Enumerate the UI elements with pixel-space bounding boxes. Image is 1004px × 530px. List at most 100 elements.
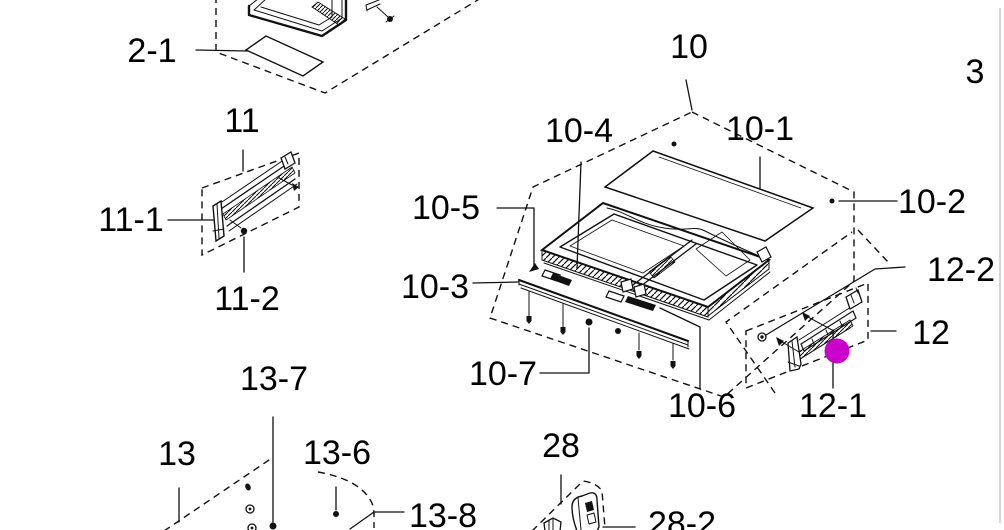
- rail-12-top-flange: [798, 306, 852, 341]
- bracket-28-latch-dark: [585, 501, 594, 512]
- pin-screw-slot: [385, 15, 395, 23]
- rail-11-hatched-band: [222, 166, 296, 221]
- callout-10: 10: [670, 28, 708, 66]
- rail-12-screw-b: [776, 337, 784, 346]
- callout-10-2: 10-2: [898, 183, 966, 221]
- glass-shelf-2-1: [244, 35, 325, 77]
- shelf-pin-part: [365, 0, 395, 23]
- screw-4: [670, 361, 676, 369]
- rail-11-top-edge: [220, 161, 291, 210]
- bracket-28-inner-line: [577, 497, 582, 530]
- screw-13-6: [333, 511, 339, 517]
- callout-28-2: 28-2: [648, 505, 716, 530]
- pin-leader-line: [376, 6, 389, 18]
- callout-10-3-leader: [472, 281, 520, 284]
- screw-3: [636, 351, 642, 359]
- bracket-28-cap-detail: [548, 518, 554, 530]
- glass-panel-10-1-thickness: [658, 156, 802, 209]
- group-rail-12: 12-2 12 12-1: [725, 229, 995, 425]
- rail-11-part: [212, 151, 299, 243]
- fastener-nut-2-hole: [250, 526, 254, 530]
- pin-bracket: [365, 0, 381, 12]
- screw-2: [560, 327, 566, 335]
- front-clip-1-dark: [550, 273, 572, 286]
- front-clip-2-white: [605, 290, 625, 303]
- callout-10-leader: [685, 79, 693, 111]
- group-10-outline-dashed: [489, 111, 855, 398]
- rail-11-screw: [292, 183, 299, 191]
- callout-10-5-leader: [496, 207, 535, 267]
- front-clip-2-dark: [625, 296, 656, 311]
- group-13-outline-dashed-a: [164, 457, 273, 530]
- callout-12: 12: [912, 314, 950, 352]
- callout-11-2: 11-2: [214, 280, 280, 318]
- glass-panel-10-1: [603, 150, 815, 242]
- screw-dot-top: [671, 141, 677, 147]
- callout-13-8: 13-8: [409, 497, 477, 530]
- screw-13-7: [269, 522, 277, 530]
- callout-12-2-leader: [765, 266, 906, 336]
- shelf-frame-10-4-part: [539, 201, 772, 321]
- group-13: 13-7 13 13-6 13-8: [158, 360, 477, 530]
- part-highlight-12-1[interactable]: [824, 338, 850, 364]
- glass-pane-right: [695, 231, 751, 277]
- rail-12-end-cap: [845, 289, 863, 310]
- rail-12-end-cap-detail: [850, 287, 859, 304]
- cap-screw-small: [615, 328, 621, 334]
- callout-10-5-arrowhead: [529, 263, 539, 272]
- rail-11-bottom-edge: [228, 183, 298, 232]
- rail-12-screw-a-leader: [807, 316, 833, 331]
- divider-rail-sleeve: [648, 255, 676, 279]
- rail-11-round-screw-leader: [229, 219, 242, 229]
- callout-12-1: 12-1: [799, 387, 867, 425]
- rail-11-top-flange: [218, 156, 289, 205]
- shelf-frame-hatched-rail: [311, 1, 346, 26]
- screw-dot-10-2: [829, 198, 835, 204]
- rail-12-end-bracket-detail: [787, 340, 800, 368]
- group-11-outline-dashed: [201, 152, 300, 257]
- callout-13-7: 13-7: [240, 360, 308, 398]
- group-3-outline-dashed-left: [725, 231, 853, 394]
- callout-12-2: 12-2: [927, 251, 995, 289]
- frame-inner-opening: [559, 213, 758, 301]
- callout-13-8-leader: [349, 511, 405, 530]
- divider-clip-a: [620, 278, 634, 293]
- fastener-nut-1-hole: [248, 507, 252, 511]
- rail-12-screw-a: [802, 312, 810, 321]
- screw-row: [526, 291, 676, 369]
- group-2-outline-dashed: [215, 0, 480, 94]
- group-13-outline-dashed-b: [317, 471, 375, 528]
- callout-10-6-leader: [659, 307, 701, 390]
- callout-28: 28: [542, 427, 580, 465]
- trim-strip-lines: [518, 279, 690, 350]
- callout-10-4-leader: [576, 161, 582, 269]
- rail-11-lower-edge: [226, 178, 296, 227]
- glass-panel-10-1-part: [603, 150, 815, 242]
- rail-11-round-screw: [240, 227, 248, 235]
- rail-11-end-cap: [280, 151, 296, 170]
- group-12-outline-dashed: [745, 281, 869, 390]
- cap-screw-10-7: [585, 318, 593, 326]
- bracket-28-latch-outline: [586, 512, 597, 525]
- shelf-frame-glass-edge: [248, 0, 333, 26]
- section-label-3: 3: [966, 53, 985, 91]
- group-28: 28 28-2: [532, 427, 716, 530]
- callout-11-1: 11-1: [98, 201, 164, 239]
- callout-10-7-leader: [539, 327, 590, 374]
- callout-10-1: 10-1: [726, 110, 794, 148]
- shelf-frame-outer-edge: [247, 0, 348, 38]
- bracket-28-body: [571, 492, 600, 530]
- shelf-frame-part: [247, 0, 348, 38]
- divider-right-end-cap: [756, 246, 772, 263]
- group-3-outline-dashed-right: [857, 229, 890, 264]
- shelf-frame-inner-edge: [253, 0, 343, 32]
- group-rail-11: 11 11-1 11-2: [98, 102, 300, 318]
- callout-13: 13: [158, 435, 196, 473]
- rail-12-bottom-edge: [796, 327, 851, 362]
- fastener-oval: [245, 483, 251, 491]
- callout-13-6: 13-6: [303, 434, 371, 472]
- group-shelf-10: 10 10-4 10-1 10-2 10-5 10-3 10-7 10-6: [401, 28, 966, 425]
- rail-11-end-cap-detail: [284, 156, 289, 165]
